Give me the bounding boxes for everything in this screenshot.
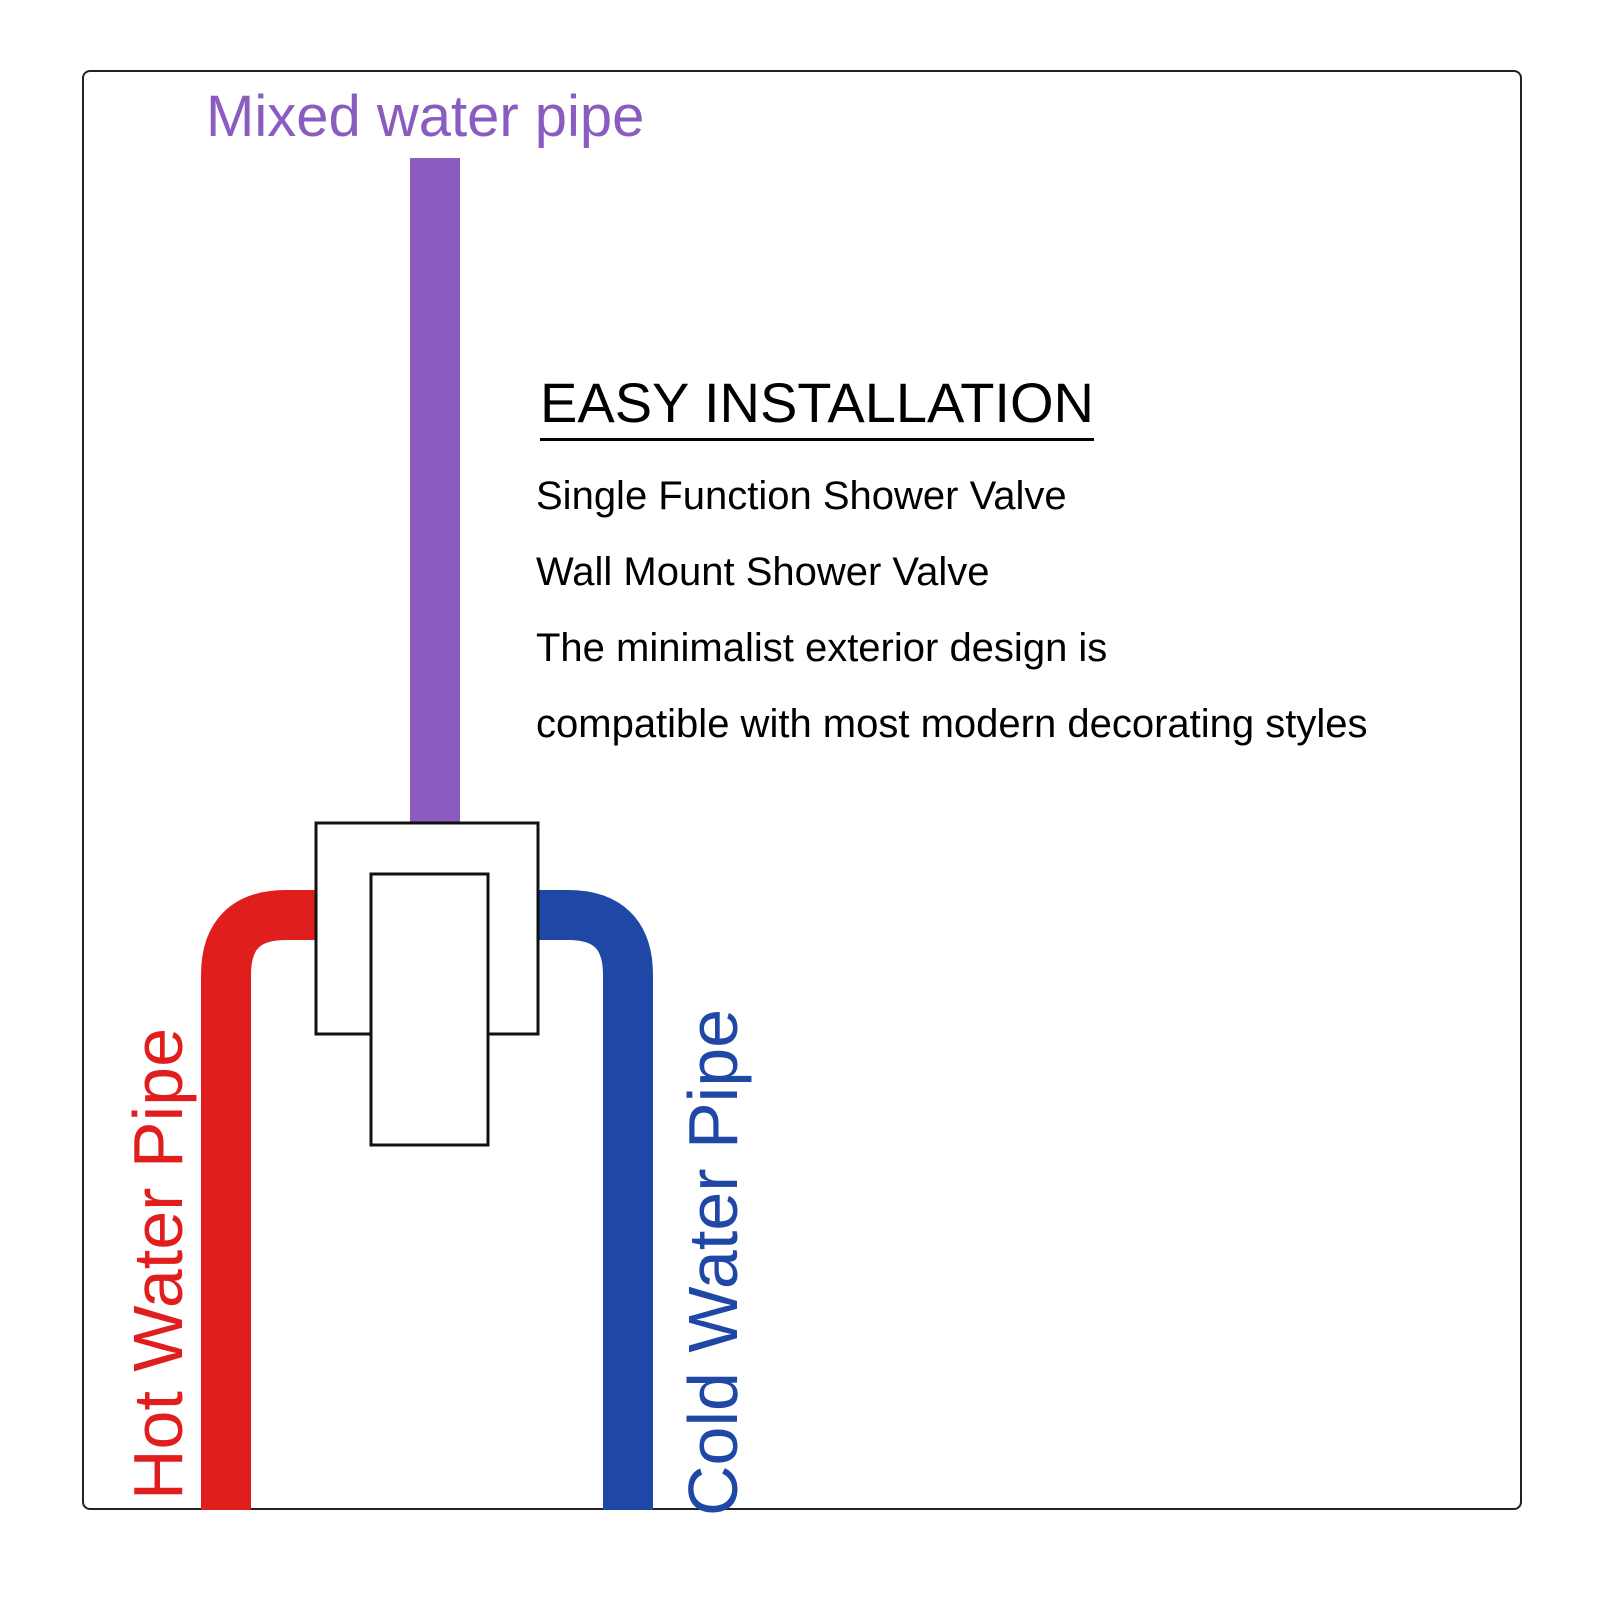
feature-list: Single Function Shower Valve Wall Mount … [536, 458, 1367, 762]
diagram-frame [82, 70, 1522, 1510]
feature-line: The minimalist exterior design is [536, 626, 1108, 670]
hot-water-pipe-label: Hot Water Pipe [119, 1027, 197, 1500]
cold-water-pipe [538, 890, 653, 1510]
hot-water-pipe [201, 890, 316, 1510]
feature-line: Wall Mount Shower Valve [536, 550, 990, 594]
feature-line: Single Function Shower Valve [536, 474, 1067, 518]
valve-handle [369, 872, 490, 1147]
mixed-water-pipe [410, 158, 460, 823]
feature-line: compatible with most modern decorating s… [536, 702, 1368, 746]
easy-installation-heading: EASY INSTALLATION [540, 370, 1094, 441]
mixed-water-pipe-label: Mixed water pipe [206, 84, 645, 149]
cold-water-pipe-label: Cold Water Pipe [674, 1008, 752, 1516]
